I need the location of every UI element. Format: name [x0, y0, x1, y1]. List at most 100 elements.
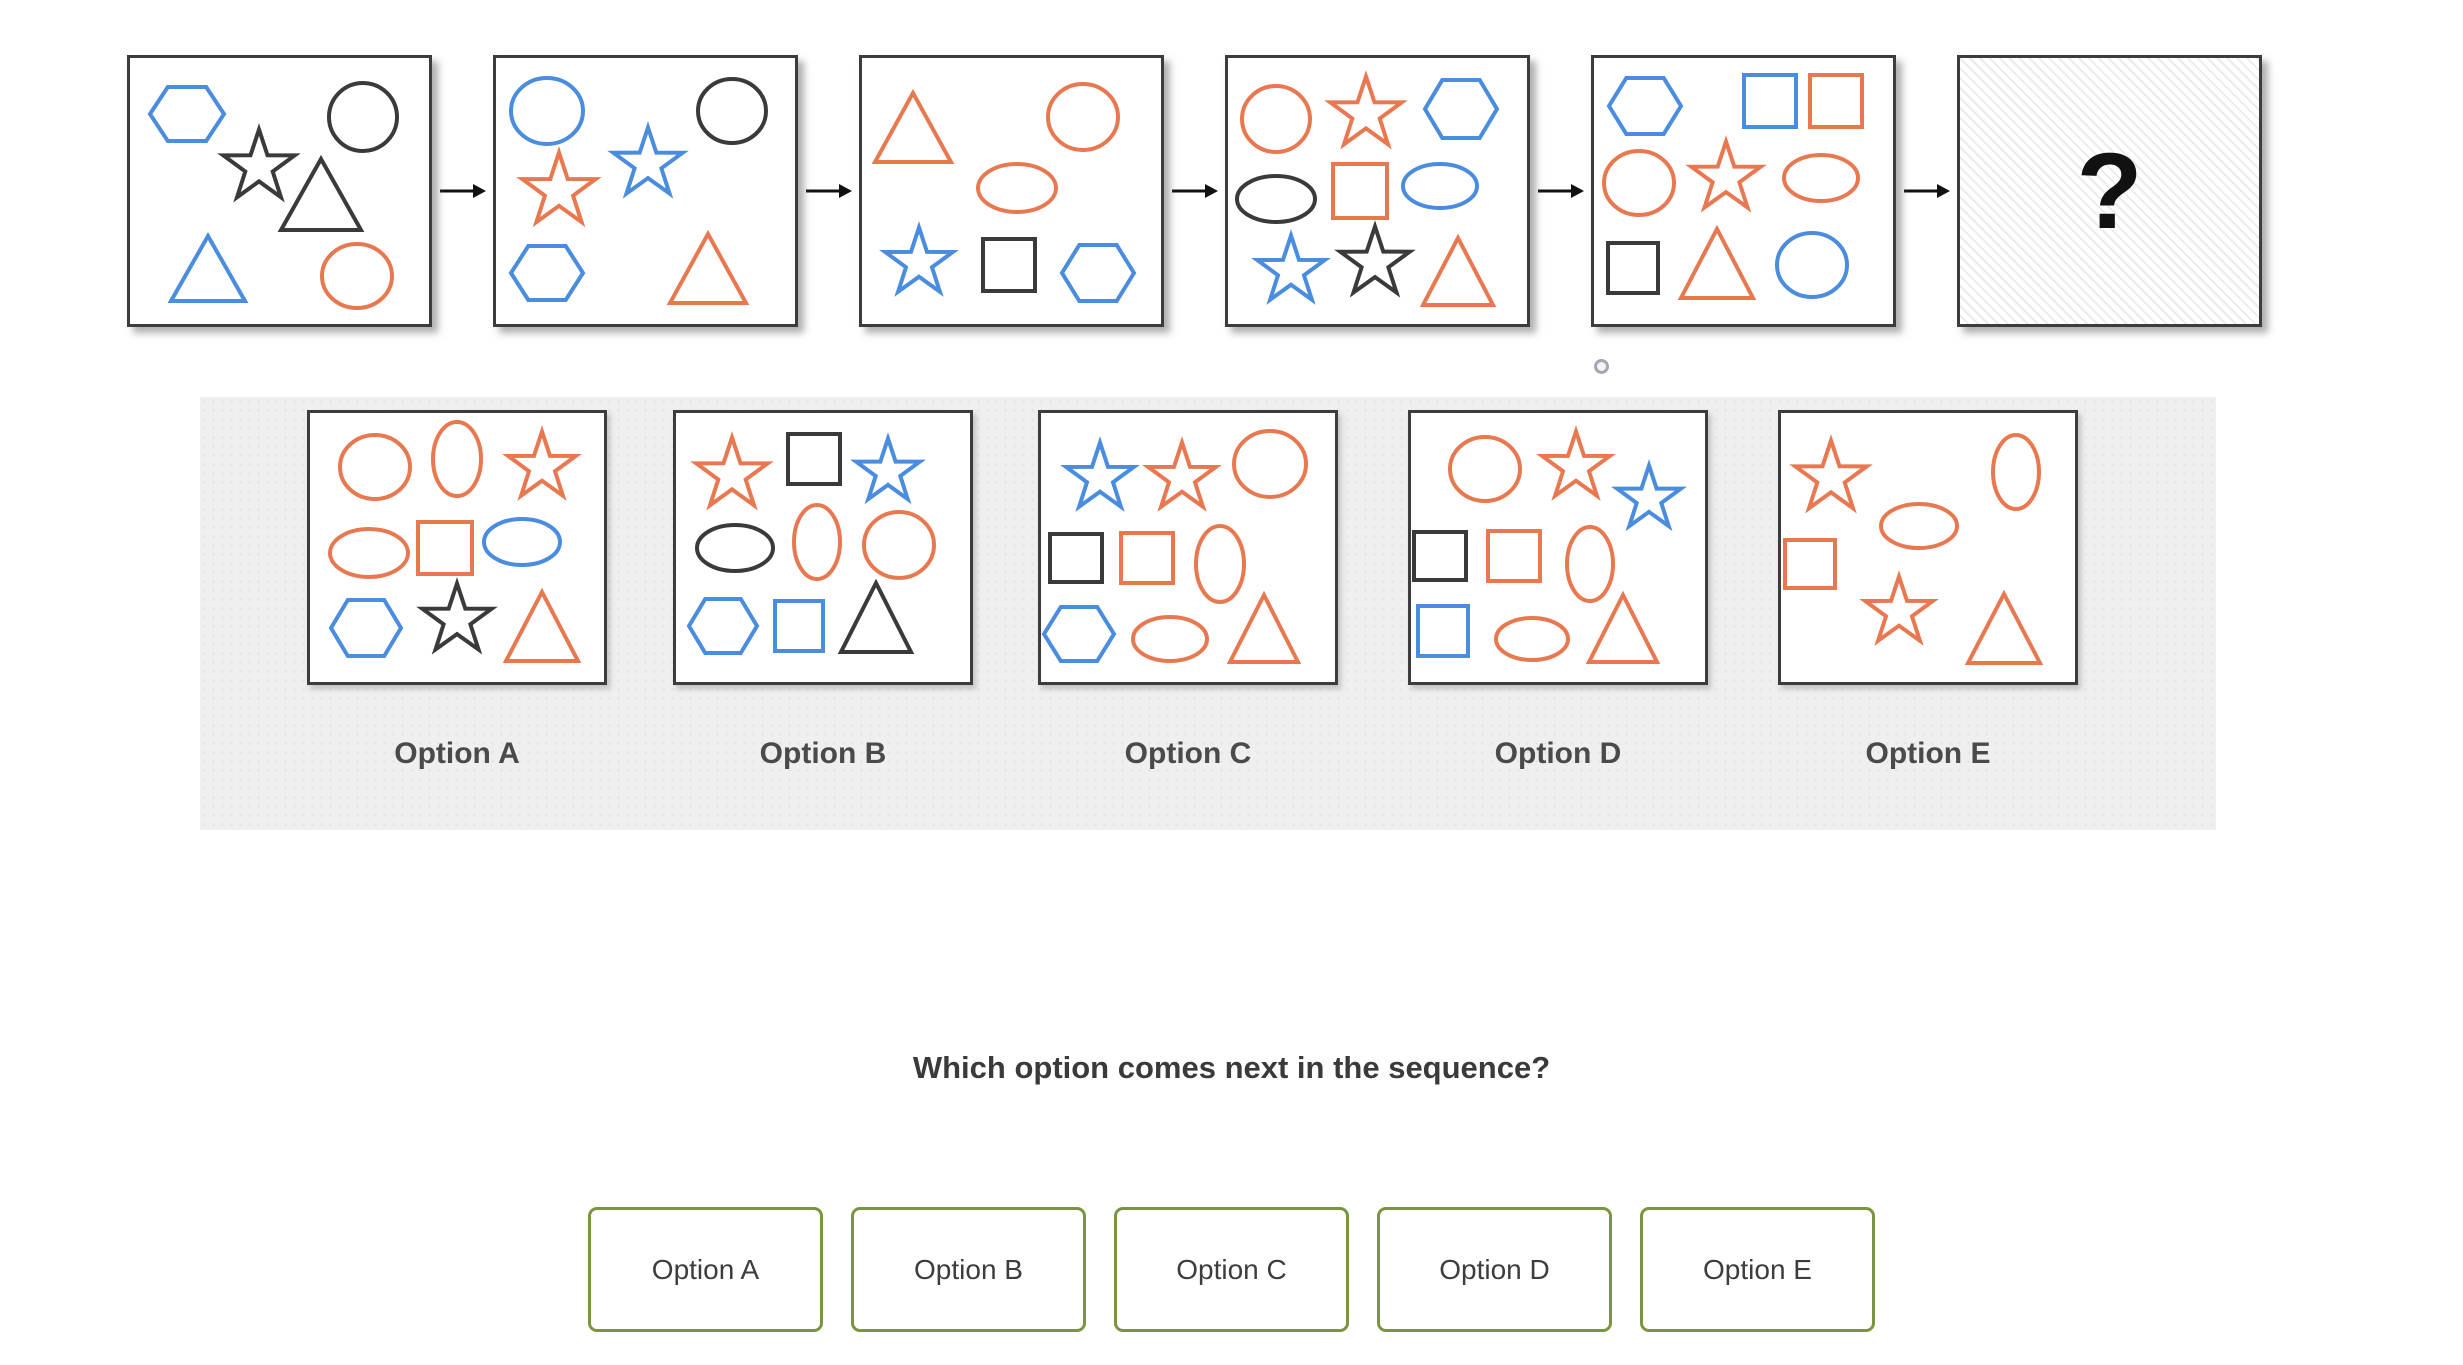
shape-canvas — [1781, 413, 2075, 682]
option-label-b: Option B — [759, 737, 887, 770]
option-label-e: Option E — [1865, 737, 1991, 770]
option-group-e: Option E — [1778, 410, 2078, 771]
ellipse-shape — [1782, 152, 1861, 203]
shape-canvas — [496, 58, 795, 324]
triangle-shape — [1677, 224, 1756, 300]
circle-shape — [862, 509, 937, 580]
sequence-step-4 — [1225, 55, 1530, 327]
ellipse-v-shape — [1194, 523, 1247, 604]
hexagon-shape — [1422, 77, 1500, 140]
option-card-e — [1778, 410, 2078, 685]
triangle-shape — [1965, 589, 2044, 666]
square-shape — [1808, 72, 1865, 129]
triangle-shape — [502, 587, 582, 663]
option-a-button[interactable]: Option A — [588, 1207, 823, 1332]
ellipse-v-shape — [792, 503, 843, 582]
circle-shape — [1601, 149, 1676, 218]
star-shape — [1323, 69, 1408, 150]
sequence-step-1 — [127, 55, 432, 327]
shape-canvas — [1041, 413, 1335, 682]
star-shape — [1142, 435, 1223, 512]
star-shape — [878, 220, 959, 297]
star-shape — [849, 432, 926, 505]
ellipse-shape — [1493, 615, 1570, 662]
ellipse-shape — [976, 162, 1059, 215]
option-label-d: Option D — [1494, 737, 1622, 770]
ellipse-shape — [1401, 161, 1480, 210]
star-shape — [1535, 424, 1616, 501]
square-shape — [1412, 529, 1469, 582]
square-shape — [1330, 162, 1389, 220]
square-shape — [1605, 241, 1660, 296]
arrow-right-icon — [1164, 182, 1225, 200]
triangle-shape — [1585, 590, 1660, 665]
star-shape — [416, 577, 498, 655]
ellipse-shape — [481, 517, 562, 568]
square-shape — [1742, 72, 1799, 129]
square-shape — [980, 237, 1037, 294]
star-shape — [1333, 219, 1416, 298]
shape-canvas — [1411, 413, 1705, 682]
star-shape — [216, 123, 301, 203]
option-label-c: Option C — [1124, 737, 1252, 770]
arrow-right-icon — [1896, 182, 1957, 200]
shape-canvas — [862, 58, 1161, 324]
circle-shape — [1046, 81, 1121, 152]
option-card-c — [1038, 410, 1338, 685]
hexagon-shape — [1059, 243, 1137, 304]
option-card-d — [1408, 410, 1708, 685]
star-shape — [1250, 228, 1331, 305]
ellipse-shape — [1234, 173, 1317, 224]
triangle-shape — [167, 232, 249, 304]
triangle-shape — [837, 579, 915, 655]
option-card-a — [307, 410, 607, 685]
circle-shape — [1447, 435, 1522, 504]
question-mark-panel: ? — [1957, 55, 2262, 327]
circle-shape — [1232, 429, 1309, 500]
ellipse-v-shape — [1565, 524, 1616, 603]
circle-shape — [696, 77, 769, 146]
ellipse-v-shape — [431, 419, 483, 498]
triangle-shape — [277, 154, 365, 232]
question-text: Which option comes next in the sequence? — [912, 1050, 1551, 1085]
circle-shape — [320, 242, 395, 311]
star-shape — [1611, 459, 1688, 532]
square-shape — [773, 598, 826, 653]
hexagon-shape — [1041, 604, 1117, 663]
ellipse-shape — [1131, 614, 1210, 663]
square-shape — [786, 431, 843, 486]
ellipse-shape — [327, 526, 410, 579]
hexagon-shape — [1606, 75, 1684, 136]
square-shape — [1048, 532, 1105, 585]
star-shape — [502, 424, 583, 501]
circle-shape — [508, 76, 585, 147]
sequence-step-2 — [493, 55, 798, 327]
star-shape — [690, 430, 774, 511]
option-b-button[interactable]: Option B — [851, 1207, 1086, 1332]
triangle-shape — [666, 229, 750, 306]
shape-canvas — [310, 413, 604, 682]
arrow-right-icon — [432, 182, 493, 200]
shape-canvas — [130, 58, 429, 324]
triangle-shape — [871, 89, 955, 165]
shape-canvas — [676, 413, 970, 682]
question-mark: ? — [2076, 130, 2143, 251]
hexagon-shape — [147, 84, 227, 143]
ellipse-v-shape — [1991, 433, 2042, 512]
circle-shape — [337, 432, 412, 501]
option-c-button[interactable]: Option C — [1114, 1207, 1349, 1332]
star-shape — [1684, 134, 1767, 213]
star-shape — [1059, 435, 1140, 512]
answer-buttons-row: Option A Option B Option C Option D Opti… — [0, 1207, 2463, 1332]
square-shape — [416, 519, 475, 576]
option-group-a: Option A — [307, 410, 607, 771]
option-e-button[interactable]: Option E — [1640, 1207, 1875, 1332]
option-d-button[interactable]: Option D — [1377, 1207, 1612, 1332]
option-label-a: Option A — [394, 737, 520, 770]
square-shape — [1485, 528, 1542, 583]
sequence-step-3 — [859, 55, 1164, 327]
shape-canvas — [1594, 58, 1893, 324]
option-group-d: Option D — [1408, 410, 1708, 771]
square-shape — [1118, 531, 1175, 586]
star-shape — [1858, 570, 1939, 646]
